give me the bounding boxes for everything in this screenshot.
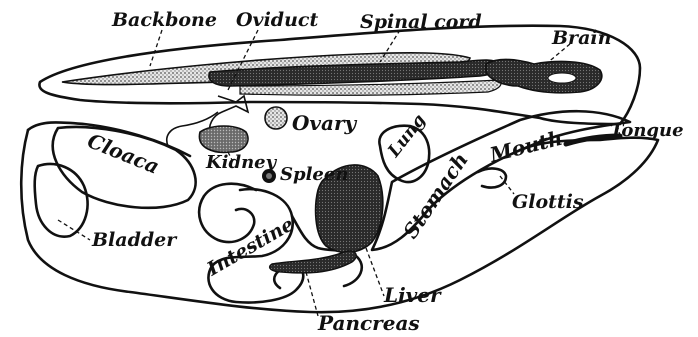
- label-kidney: Kidney: [205, 152, 278, 173]
- pancreas-leader: [306, 272, 318, 316]
- label-pancreas: Pancreas: [317, 311, 420, 335]
- label-mouth: Mouth: [486, 126, 564, 167]
- label-cloaca: Cloaca: [84, 128, 162, 178]
- label-tongue: Tongue: [610, 120, 684, 141]
- pancreas-shape: [270, 251, 357, 273]
- label-spinal-cord: Spinal cord: [360, 11, 482, 33]
- bladder-shape: [35, 164, 88, 237]
- kidney-shape: [199, 126, 248, 152]
- label-oviduct: Oviduct: [236, 9, 318, 31]
- label-brain: Brain: [551, 27, 611, 49]
- label-glottis: Glottis: [512, 191, 584, 213]
- label-liver: Liver: [383, 283, 442, 307]
- backbone-leader: [150, 30, 162, 66]
- label-stomach: Stomach: [398, 148, 473, 243]
- intestine-shape: [199, 184, 256, 242]
- label-spleen: Spleen: [280, 164, 348, 185]
- ovary-shape: [265, 107, 287, 129]
- brain-shape: [486, 59, 602, 92]
- label-bladder: Bladder: [91, 229, 178, 251]
- liver-leader: [366, 248, 384, 296]
- cloaca-shape: [53, 127, 196, 208]
- label-lung: Lung: [384, 110, 430, 161]
- label-ovary: Ovary: [292, 111, 358, 135]
- label-backbone: Backbone: [111, 9, 217, 31]
- brain-ventricle: [548, 73, 576, 83]
